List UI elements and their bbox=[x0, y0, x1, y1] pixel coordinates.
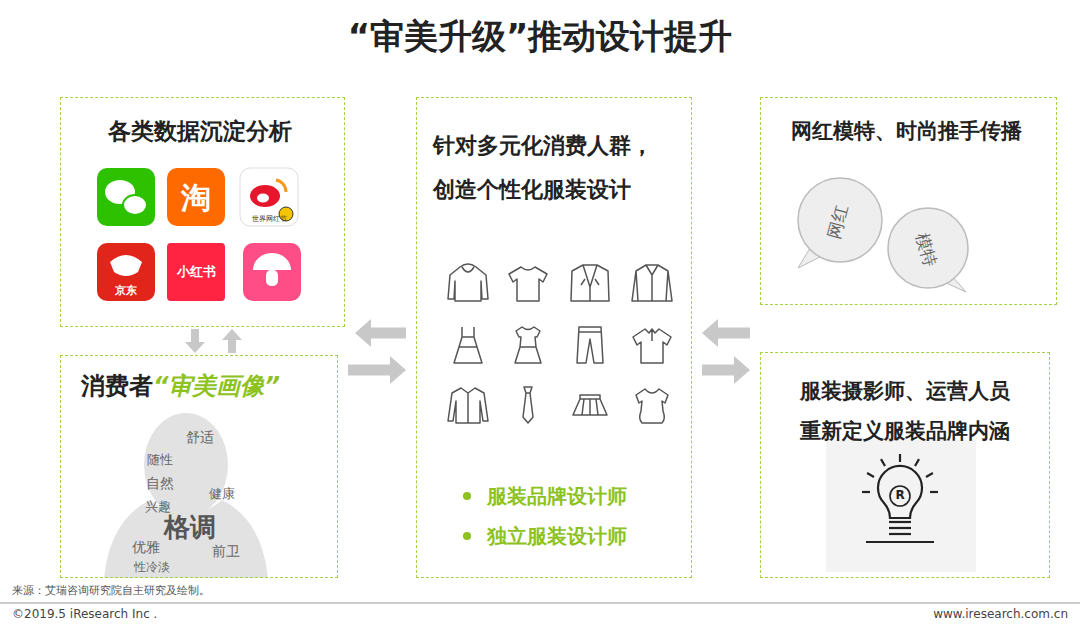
bullet-dot bbox=[463, 532, 471, 540]
mogujie-icon bbox=[243, 243, 301, 301]
silhouette-body bbox=[104, 500, 268, 578]
speech-bubble bbox=[888, 208, 968, 288]
clothing-icons bbox=[448, 264, 672, 423]
consumer-profile-box: 消费者“审美画像” bbox=[60, 355, 338, 578]
node-heading: 各类数据沉淀分析 bbox=[61, 116, 339, 146]
flow-arrow bbox=[191, 329, 199, 342]
bulb-panel bbox=[826, 440, 976, 572]
bulb-base bbox=[889, 527, 911, 529]
clothing-icon bbox=[577, 327, 603, 363]
word-cloud-word: 随性 bbox=[147, 453, 173, 467]
footer-rule bbox=[0, 603, 1080, 604]
bulb-ray bbox=[930, 491, 938, 493]
wechat-bubble bbox=[123, 195, 147, 215]
clothing-icon bbox=[515, 327, 541, 363]
silhouette-head bbox=[144, 413, 228, 517]
flow-arrow bbox=[718, 328, 750, 339]
node-heading: 消费者 bbox=[81, 370, 153, 402]
bulb-stand bbox=[866, 541, 934, 543]
word-cloud-word: 兴趣 bbox=[145, 500, 171, 514]
clothing-icon bbox=[448, 264, 488, 301]
flow-arrow bbox=[702, 365, 734, 376]
clothing-icon bbox=[632, 265, 672, 301]
design-box: 针对多元化消费人群，创造个性化服装设计服装品牌设计师独立服装设计师 bbox=[416, 97, 692, 578]
word-cloud-word: 性冷淡 bbox=[134, 561, 170, 574]
word-cloud-word: 网红 bbox=[825, 203, 852, 241]
copyright: ©2019.5 iResearch Inc . bbox=[12, 608, 157, 621]
diagram-title: “审美升级”推动设计提升 bbox=[0, 14, 1080, 60]
bulb-ray bbox=[926, 473, 933, 477]
clothing-icon bbox=[448, 388, 488, 423]
clothing-icon bbox=[523, 387, 533, 423]
jd-dog bbox=[110, 255, 142, 276]
brand-box: 服装摄影师、运营人员 重新定义服装品牌内涵 bbox=[760, 352, 1050, 578]
node-heading: 服装摄影师、运营人员 重新定义服装品牌内涵 bbox=[789, 371, 1021, 451]
node-heading: 网红模特、时尚推手传播 bbox=[761, 116, 1051, 146]
bulb-ray bbox=[881, 459, 885, 466]
icon-text: 世界网红节 bbox=[252, 216, 287, 224]
registered-mark: R bbox=[895, 489, 904, 502]
weibo-logo bbox=[250, 185, 280, 207]
website: www.iresearch.com.cn bbox=[933, 608, 1068, 621]
source-note: 来源：艾瑞咨询研究院自主研究及绘制。 bbox=[12, 585, 210, 597]
icon-text: 淘 bbox=[181, 181, 211, 214]
weibo-ball bbox=[279, 207, 293, 221]
jd-icon bbox=[97, 243, 155, 301]
clothing-icon bbox=[571, 265, 609, 301]
weibo-logo bbox=[276, 180, 286, 192]
bulb-ray bbox=[862, 491, 870, 493]
node-heading: 针对多元化消费人群，创造个性化服装设计 bbox=[433, 124, 665, 212]
flow-arrow bbox=[348, 365, 390, 376]
bulb-base bbox=[889, 521, 911, 523]
clothing-icon bbox=[633, 329, 671, 363]
bullet-dot bbox=[463, 492, 471, 500]
clothing-icon bbox=[509, 267, 547, 301]
mogujie-cap bbox=[253, 253, 291, 270]
weibo-icon bbox=[240, 168, 298, 226]
word-cloud-word: 自然 bbox=[146, 476, 174, 491]
bulb-mark bbox=[890, 486, 910, 506]
influencer-box: 网红模特、时尚推手传播 bbox=[760, 97, 1057, 305]
word-cloud-word: 模特 bbox=[913, 231, 940, 269]
word-cloud-word: 前卫 bbox=[212, 544, 240, 559]
icon-text: 京东 bbox=[115, 285, 137, 297]
lightbulb-icon bbox=[862, 454, 938, 542]
bulb-base bbox=[889, 533, 911, 535]
flow-arrow bbox=[371, 328, 406, 339]
bulb-ray bbox=[867, 473, 874, 477]
clothing-icon bbox=[573, 395, 607, 415]
node-heading: “审美画像” bbox=[153, 370, 280, 402]
icon-text: 小红书 bbox=[177, 265, 216, 279]
bulb-glass bbox=[878, 466, 922, 518]
bullet-item: 独立服装设计师 bbox=[487, 523, 627, 549]
clothing-icon bbox=[636, 389, 668, 423]
data-analysis-box: 各类数据沉淀分析 bbox=[60, 97, 345, 327]
xiaohongshu-icon bbox=[167, 243, 225, 301]
bulb-ray bbox=[899, 454, 901, 462]
mogujie-stem bbox=[266, 270, 278, 286]
weibo-logo bbox=[257, 194, 269, 203]
bullet-item: 服装品牌设计师 bbox=[487, 483, 627, 509]
word-cloud-word: 优雅 bbox=[132, 540, 160, 555]
clothing-icon bbox=[454, 327, 482, 363]
flow-arrow bbox=[228, 340, 236, 353]
word-cloud-word: 舒适 bbox=[186, 430, 214, 445]
word-cloud-word: 健康 bbox=[209, 487, 235, 501]
wechat-icon bbox=[97, 168, 155, 226]
speech-bubble bbox=[798, 178, 882, 262]
taobao-icon bbox=[167, 168, 225, 226]
bulb-ray bbox=[915, 459, 919, 466]
word-cloud-word: 格调 bbox=[164, 513, 216, 542]
